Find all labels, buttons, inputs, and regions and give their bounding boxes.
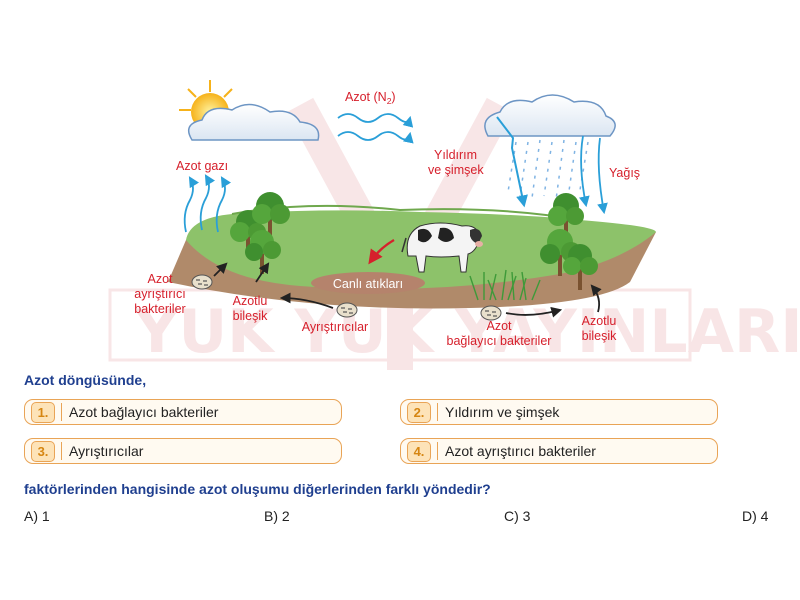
watermark-left-text: YUK YUK — [134, 297, 436, 367]
option-divider — [61, 403, 62, 421]
option-2: 2. Yıldırım ve şimşek — [400, 399, 718, 425]
option-divider — [437, 403, 438, 421]
label-azotlu-bilesik-left-2: bileşik — [233, 309, 268, 323]
lightning-icon — [496, 116, 528, 208]
label-ayristiricilar: Ayrıştırıcılar — [302, 320, 368, 334]
label-azotlu-bilesik-right-2: bileşik — [582, 329, 617, 343]
label-yagis: Yağış — [609, 166, 640, 180]
question-prompt: faktörlerinden hangisinde azot oluşumu d… — [24, 481, 491, 497]
rain-drops — [507, 139, 589, 201]
option-1-text: Azot bağlayıcı bakteriler — [69, 404, 219, 420]
option-divider — [437, 442, 438, 460]
label-yildirim-2: ve şimşek — [428, 163, 484, 177]
waste-arrow — [368, 238, 395, 265]
bacteria-icon-center — [336, 302, 358, 318]
option-2-text: Yıldırım ve şimşek — [445, 404, 560, 420]
answer-c[interactable]: C) 3 — [504, 508, 531, 524]
option-3: 3. Ayrıştırıcılar — [24, 438, 342, 464]
label-azot-n2: Azot (N2) — [345, 90, 396, 106]
answer-d[interactable]: D) 4 — [742, 508, 769, 524]
option-1-number: 1. — [31, 402, 55, 423]
answer-a[interactable]: A) 1 — [24, 508, 50, 524]
nitrogen-cycle-diagram: YUK YUK YAYINLARI — [108, 80, 800, 370]
cycle-arrows — [213, 262, 602, 318]
label-azotlu-bilesik-right-1: Azotlu — [582, 314, 617, 328]
option-4-text: Azot ayrıştırıcı bakteriler — [445, 443, 596, 459]
precipitation-arrows — [579, 135, 608, 215]
label-azot-ayristirici-3: bakteriler — [134, 302, 185, 316]
cloud-icon — [187, 103, 320, 141]
label-azot-ayristirici-2: ayrıştırıcı — [134, 287, 185, 301]
grass — [469, 269, 541, 301]
trees-right — [540, 193, 598, 290]
option-3-text: Ayrıştırıcılar — [69, 443, 144, 459]
option-divider — [61, 442, 62, 460]
rain-cloud-icon — [484, 94, 616, 137]
answer-b[interactable]: B) 2 — [264, 508, 290, 524]
label-azot-gazi: Azot gazı — [176, 159, 228, 173]
label-azot-ayristirici-1: Azot — [147, 272, 173, 286]
option-3-number: 3. — [31, 441, 55, 462]
label-canli-atiklari: Canlı atıkları — [333, 277, 403, 291]
bacteria-icon-left — [191, 274, 213, 290]
label-azot-baglayici-1: Azot — [486, 319, 512, 333]
question-intro: Azot döngüsünde, — [24, 372, 147, 388]
watermark-right-text: YAYINLARI — [454, 297, 800, 367]
label-azotlu-bilesik-left-1: Azotlu — [233, 294, 268, 308]
option-4-number: 4. — [407, 441, 431, 462]
bacteria-icon-right — [480, 305, 502, 321]
nitrogen-gas-up-arrows — [183, 174, 232, 233]
nitrogen-gas-waves — [337, 113, 414, 144]
option-4: 4. Azot ayrıştırıcı bakteriler — [400, 438, 718, 464]
option-2-number: 2. — [407, 402, 431, 423]
label-yildirim-1: Yıldırım — [434, 148, 477, 162]
organic-waste-capsule: Canlı atıkları — [311, 272, 425, 294]
trees-left — [230, 192, 290, 274]
cow-icon — [401, 222, 483, 273]
ground-island — [168, 204, 656, 309]
label-azot-baglayici-2: bağlayıcı bakteriler — [447, 334, 552, 348]
option-1: 1. Azot bağlayıcı bakteriler — [24, 399, 342, 425]
